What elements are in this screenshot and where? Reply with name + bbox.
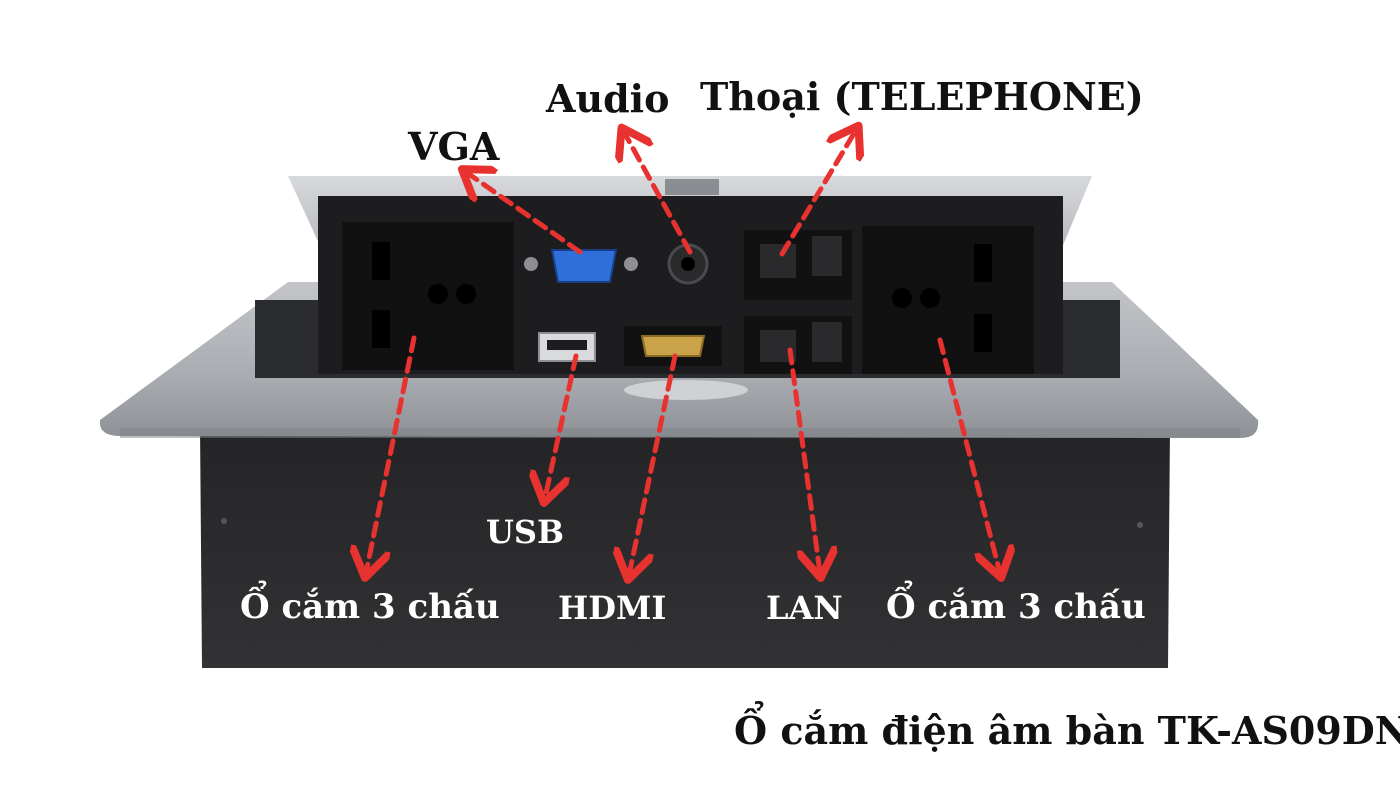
socket-right bbox=[862, 226, 1034, 374]
product-caption: Ổ cắm điện âm bàn TK-AS09DN bbox=[734, 708, 1400, 753]
lan-port bbox=[744, 316, 852, 374]
usb-port bbox=[538, 332, 596, 362]
label-socket-left: Ổ cắm 3 chấu bbox=[240, 587, 500, 627]
arrow-telephone bbox=[779, 130, 856, 257]
arrow-hdmi bbox=[629, 353, 678, 575]
arrow-socket-left bbox=[366, 335, 417, 573]
label-lan: LAN bbox=[766, 589, 843, 627]
screw-left bbox=[221, 518, 227, 524]
label-usb: USB bbox=[486, 513, 565, 551]
arrow-usb bbox=[545, 353, 579, 498]
arrow-socket-right bbox=[937, 337, 1000, 573]
arrow-audio bbox=[624, 132, 693, 255]
label-telephone: Thoại (TELEPHONE) bbox=[700, 74, 1144, 119]
box-body bbox=[200, 426, 1170, 668]
label-hdmi: HDMI bbox=[558, 589, 667, 627]
screw-right bbox=[1137, 522, 1143, 528]
label-vga: VGA bbox=[408, 124, 500, 169]
arrow-vga bbox=[466, 172, 583, 255]
pull-tab bbox=[624, 380, 748, 400]
label-audio: Audio bbox=[546, 76, 670, 121]
label-socket-right: Ổ cắm 3 chấu bbox=[886, 587, 1146, 627]
arrow-lan bbox=[787, 347, 820, 573]
frame-edge bbox=[120, 428, 1240, 438]
telephone-port bbox=[744, 230, 852, 300]
lid-latch bbox=[665, 179, 719, 195]
vga-port bbox=[524, 249, 638, 283]
socket-left bbox=[342, 222, 514, 370]
